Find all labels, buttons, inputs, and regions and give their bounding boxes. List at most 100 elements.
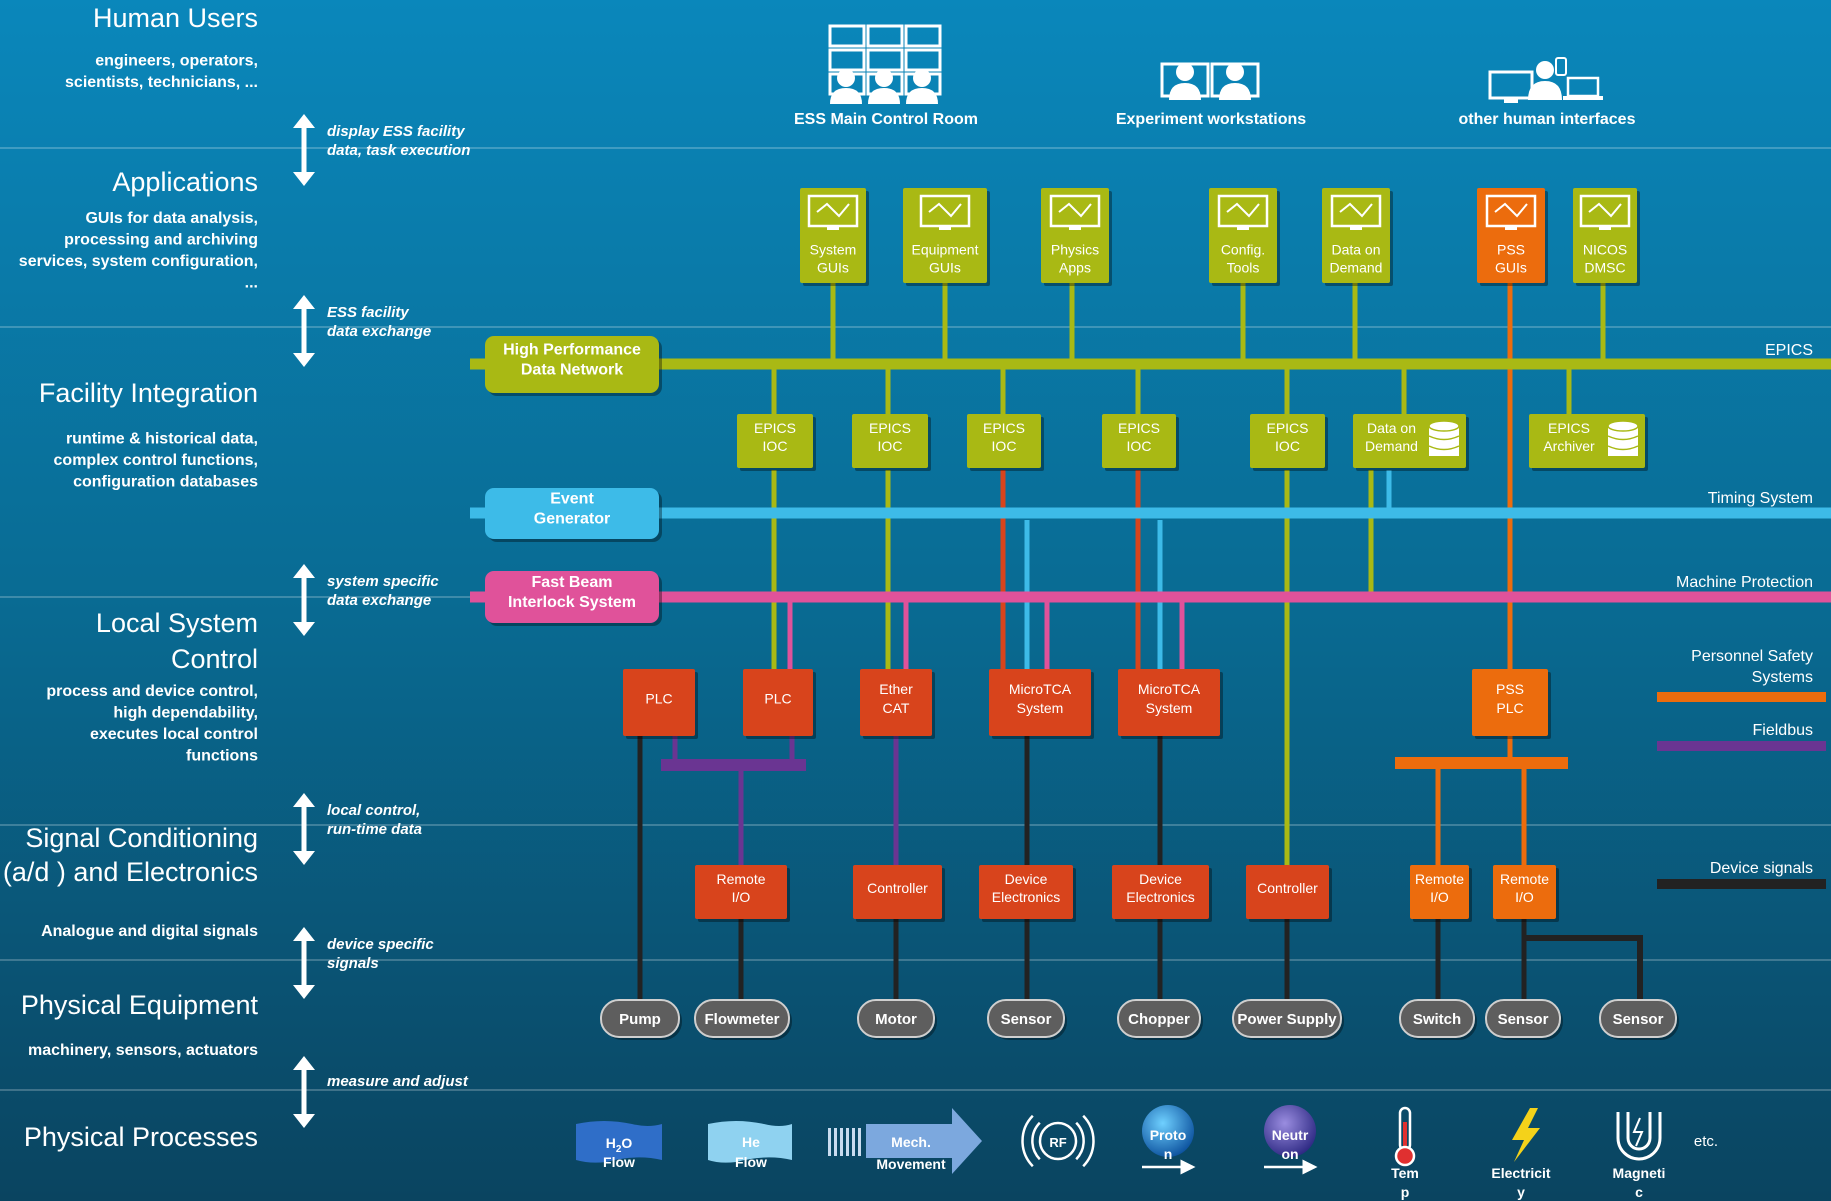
ioc-box-text-line: IOC <box>878 438 903 454</box>
electronics-box-body <box>853 865 942 919</box>
equipment-box: Motor <box>857 999 937 1040</box>
user-label: other human interfaces <box>1459 111 1636 128</box>
arrow-head-down <box>293 353 315 367</box>
layer-description: Analogue and digital signals <box>41 923 258 940</box>
neutron-label: on <box>1281 1146 1298 1162</box>
rf-label: RF <box>1049 1135 1066 1150</box>
he-flow-label-line: Flow <box>735 1154 767 1170</box>
database-icon-top <box>1428 420 1460 432</box>
controller-box-text-line: System <box>1146 700 1193 716</box>
controller-box-text: MicroTCA System <box>1138 681 1201 716</box>
equipment-label: Sensor <box>1001 1011 1052 1028</box>
fast-beam-interlock-system-body <box>485 571 659 623</box>
arrow-head-up <box>293 564 315 578</box>
mech-label-line: Mech. <box>891 1134 931 1150</box>
motion-stripe <box>852 1128 855 1156</box>
user-label-line: Experiment workstations <box>1116 111 1306 128</box>
equipment-body <box>1485 999 1561 1038</box>
app-box-text: Config.Tools <box>1221 242 1265 276</box>
layer-title-line: Applications <box>112 167 258 197</box>
interface-label: local control,run-time data <box>327 802 422 838</box>
event-generator-text-line: Generator <box>534 511 610 528</box>
he-label: He <box>742 1134 760 1150</box>
app-box: Config.Tools <box>1209 188 1280 286</box>
person-head <box>1536 61 1554 79</box>
controller-box-text-line: PLC <box>764 691 791 707</box>
layer-description: GUIs for data analysis,processing and ar… <box>19 210 258 292</box>
equipment-label: Sensor <box>1613 1011 1664 1028</box>
ioc-box-text-line: EPICS <box>1118 420 1160 436</box>
lightning-icon <box>1512 1108 1540 1162</box>
layer-title: Physical Processes <box>24 1122 258 1152</box>
ioc-box-body <box>1250 414 1325 468</box>
layer-description-line: machinery, sensors, actuators <box>28 1042 258 1059</box>
interface-arrow: local control,run-time data <box>293 793 422 865</box>
interface-label-line: data exchange <box>327 592 431 609</box>
person-body <box>868 88 900 104</box>
electronics-box-text-line: Electronics <box>992 889 1060 905</box>
controller-box-text-line: System <box>1017 700 1064 716</box>
person-head <box>1226 63 1244 81</box>
user-label-line: other human interfaces <box>1459 111 1636 128</box>
layer-title-line: Control <box>171 644 258 674</box>
fast-beam-interlock-system-text-line: Interlock System <box>508 594 636 611</box>
app-screen-glyph <box>1588 202 1622 218</box>
proton-label: Proto <box>1150 1127 1187 1143</box>
arrow-head-up <box>293 1056 315 1070</box>
rf-wave <box>1021 1114 1034 1168</box>
temp-label: p <box>1401 1184 1410 1200</box>
interface-label: measure and adjust <box>327 1073 469 1090</box>
high-performance-data-network-body <box>485 336 659 393</box>
controller-box-body <box>623 669 695 736</box>
equipment-label-line: Chopper <box>1128 1011 1190 1028</box>
controller-box-text-line: MicroTCA <box>1138 681 1201 697</box>
ioc-box-text-line: Data on <box>1367 420 1416 436</box>
electronics-box-text-line: Remote <box>1415 871 1464 887</box>
layer-description-line: scientists, technicians, ... <box>65 74 258 91</box>
app-box-text-line: GUIs <box>1495 260 1527 276</box>
magnet-bolt <box>1632 1117 1644 1147</box>
app-screen-glyph <box>1339 202 1373 218</box>
app-box-text-line: PSS <box>1497 242 1525 258</box>
magnetic-label: c <box>1635 1184 1643 1200</box>
app-screen-stand <box>1505 226 1517 230</box>
database-icon-ring <box>1607 445 1639 451</box>
equipment-body <box>600 999 680 1038</box>
motion-stripe <box>846 1128 849 1156</box>
user-group: Experiment workstations <box>1116 111 1306 128</box>
legend-label: Systems <box>1752 669 1813 686</box>
equipment-box: Sensor <box>987 999 1067 1040</box>
app-screen-glyph <box>816 202 850 218</box>
electricity-label: Electricit <box>1491 1165 1550 1181</box>
ioc-box-text-line: Archiver <box>1543 438 1595 454</box>
bus-label-mps: Machine Protection <box>1676 574 1813 591</box>
database-icon-ring <box>1607 435 1639 441</box>
equipment-label-line: Motor <box>875 1011 917 1028</box>
high-performance-data-network-text-line: High Performance <box>503 342 641 359</box>
he-flow-label: Flow <box>735 1154 767 1170</box>
equipment-label-line: Switch <box>1413 1011 1461 1028</box>
equipment-box: Pump <box>600 999 682 1040</box>
app-screen-stand <box>827 226 839 230</box>
app-box-text-line: Demand <box>1330 260 1383 276</box>
electronics-box: Controller <box>853 865 945 922</box>
electricity-label-line: y <box>1517 1184 1525 1200</box>
layer-title-line: Local System <box>96 608 258 638</box>
legend-label-line: Device signals <box>1710 860 1813 877</box>
electronics-box-body <box>1410 865 1469 919</box>
electronics-box-text-line: Electronics <box>1126 889 1194 905</box>
equipment-label-line: Pump <box>619 1011 661 1028</box>
interface-label-line: data, task execution <box>327 142 470 159</box>
